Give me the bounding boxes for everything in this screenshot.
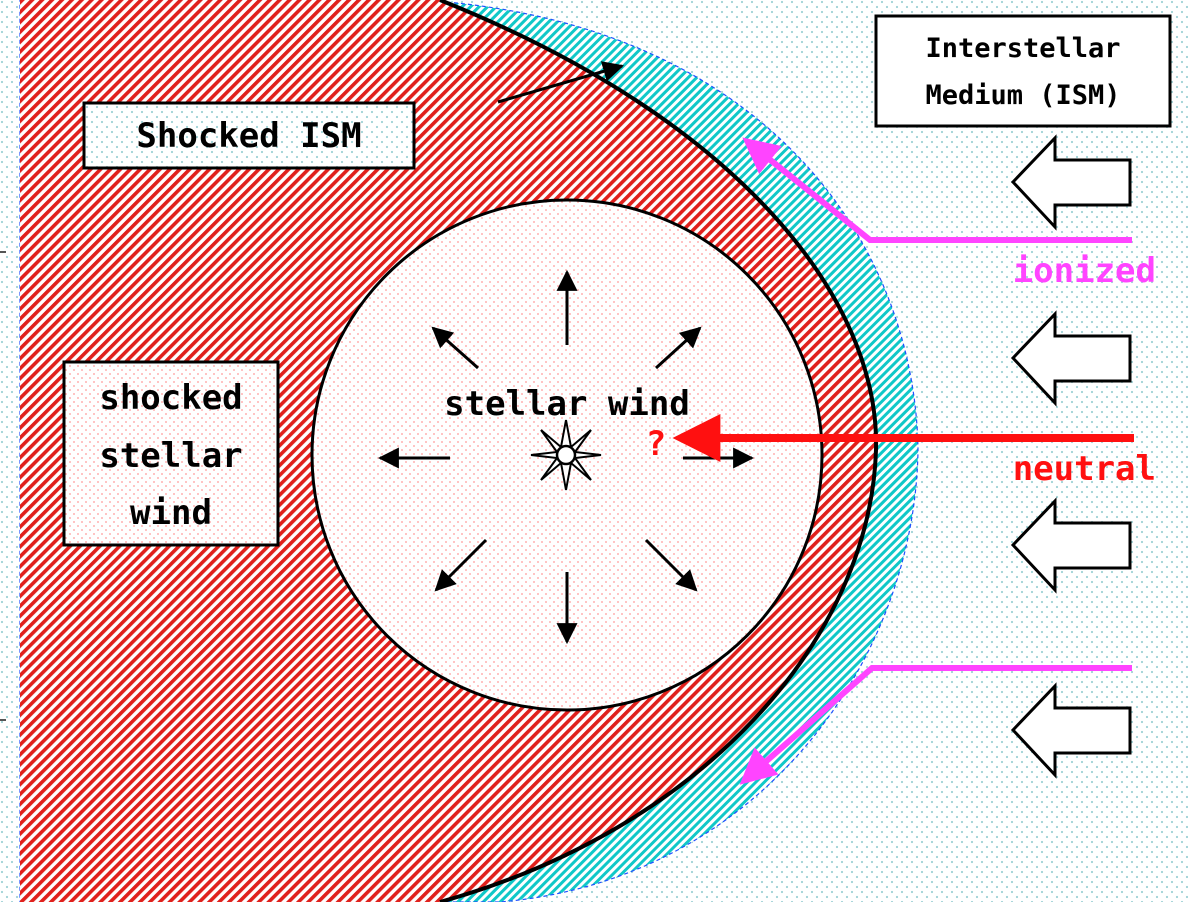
wind-arrow-down-right [644,538,698,592]
question-mark-label: ? [646,424,666,464]
shocked-wind-label-box: shocked stellar wind [62,360,280,547]
ionized-label: ionized [1013,251,1156,291]
hollow-left-arrow-icon [1010,310,1132,407]
wind-arrow-down-left [434,538,488,592]
hollow-left-arrow-icon [1010,497,1132,594]
hollow-left-arrow-icon [1010,134,1132,231]
astropause-line [439,0,879,902]
wind-arrow-up-right [654,326,702,370]
star-icon [530,419,602,491]
inflow-arrows [1010,134,1132,779]
ionized-flow-upper [742,137,1132,243]
shocked-wind-label-line1: shocked [99,378,242,418]
ism-label-line2: Medium (ISM) [925,80,1120,111]
ism-label-line1: Interstellar [925,33,1120,64]
ionized-flow [739,137,1132,785]
shocked-wind-label-line2: stellar [99,436,242,476]
shocked-ism-label: Shocked ISM [136,116,361,156]
ionized-flow-lower [739,665,1132,785]
boundary-motion-arrow [497,61,625,104]
hollow-left-arrow-icon [1010,682,1132,779]
stellar-wind-label: stellar wind [444,384,690,424]
ism-label-box: Interstellar Medium (ISM) [874,14,1172,128]
shocked-ism-label-box: Shocked ISM [82,101,416,170]
shocked-wind-label-line3: wind [130,493,212,533]
neutral-label: neutral [1013,449,1156,489]
wind-arrow-up-left [431,326,479,370]
